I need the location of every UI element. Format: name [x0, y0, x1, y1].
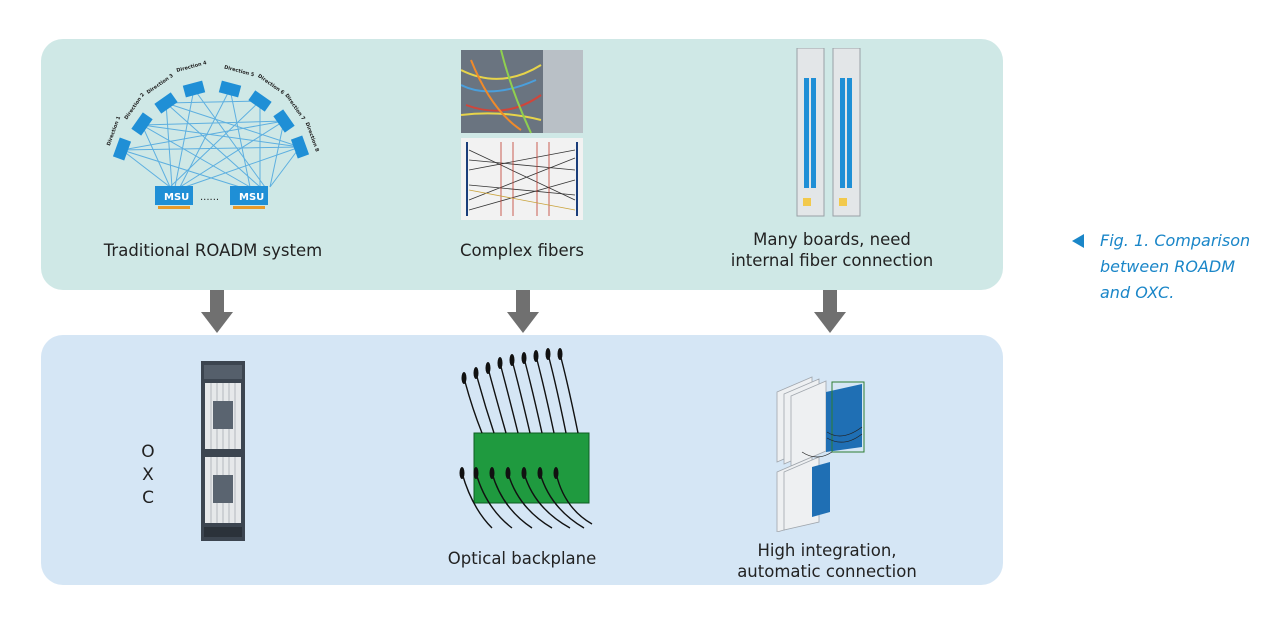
roadm-diagram: Direction 1 Direction 2 Direction 3 Dire…	[106, 60, 320, 209]
svg-text:Direction 6: Direction 6	[256, 73, 285, 96]
optical-backplane-label: Optical backplane	[447, 549, 597, 568]
msu-label-1: MSU	[164, 192, 189, 203]
oxc-letter-c: C	[142, 488, 154, 508]
high-integration-illustration	[776, 376, 865, 532]
svg-text:Direction 4: Direction 4	[176, 60, 208, 74]
optical-backplane	[459, 348, 593, 529]
high-integration-label: High integration, automatic connection	[737, 541, 917, 581]
oxc-letter-x: X	[142, 465, 154, 485]
caption-triangle-icon	[1072, 234, 1084, 248]
svg-text:Direction 3: Direction 3	[146, 73, 175, 96]
boards-label: Many boards, need internal fiber connect…	[730, 230, 934, 270]
caption-text: Fig. 1. Comparison between ROADM and OXC…	[1100, 231, 1251, 302]
msu-label-2: MSU	[239, 192, 264, 203]
down-arrow-2	[507, 290, 539, 333]
down-arrow-3	[814, 290, 846, 333]
down-arrow-1	[201, 290, 233, 333]
complex-fibers-photo	[461, 50, 583, 220]
complex-fibers-label: Complex fibers	[459, 241, 585, 260]
oxc-letter-o: O	[141, 442, 155, 462]
boards-illustration	[796, 48, 861, 217]
svg-text:Direction 5: Direction 5	[223, 64, 255, 78]
roadm-system-label: Traditional ROADM system	[103, 241, 323, 260]
svg-text:......: ......	[200, 192, 219, 203]
oxc-cabinet	[201, 361, 245, 541]
